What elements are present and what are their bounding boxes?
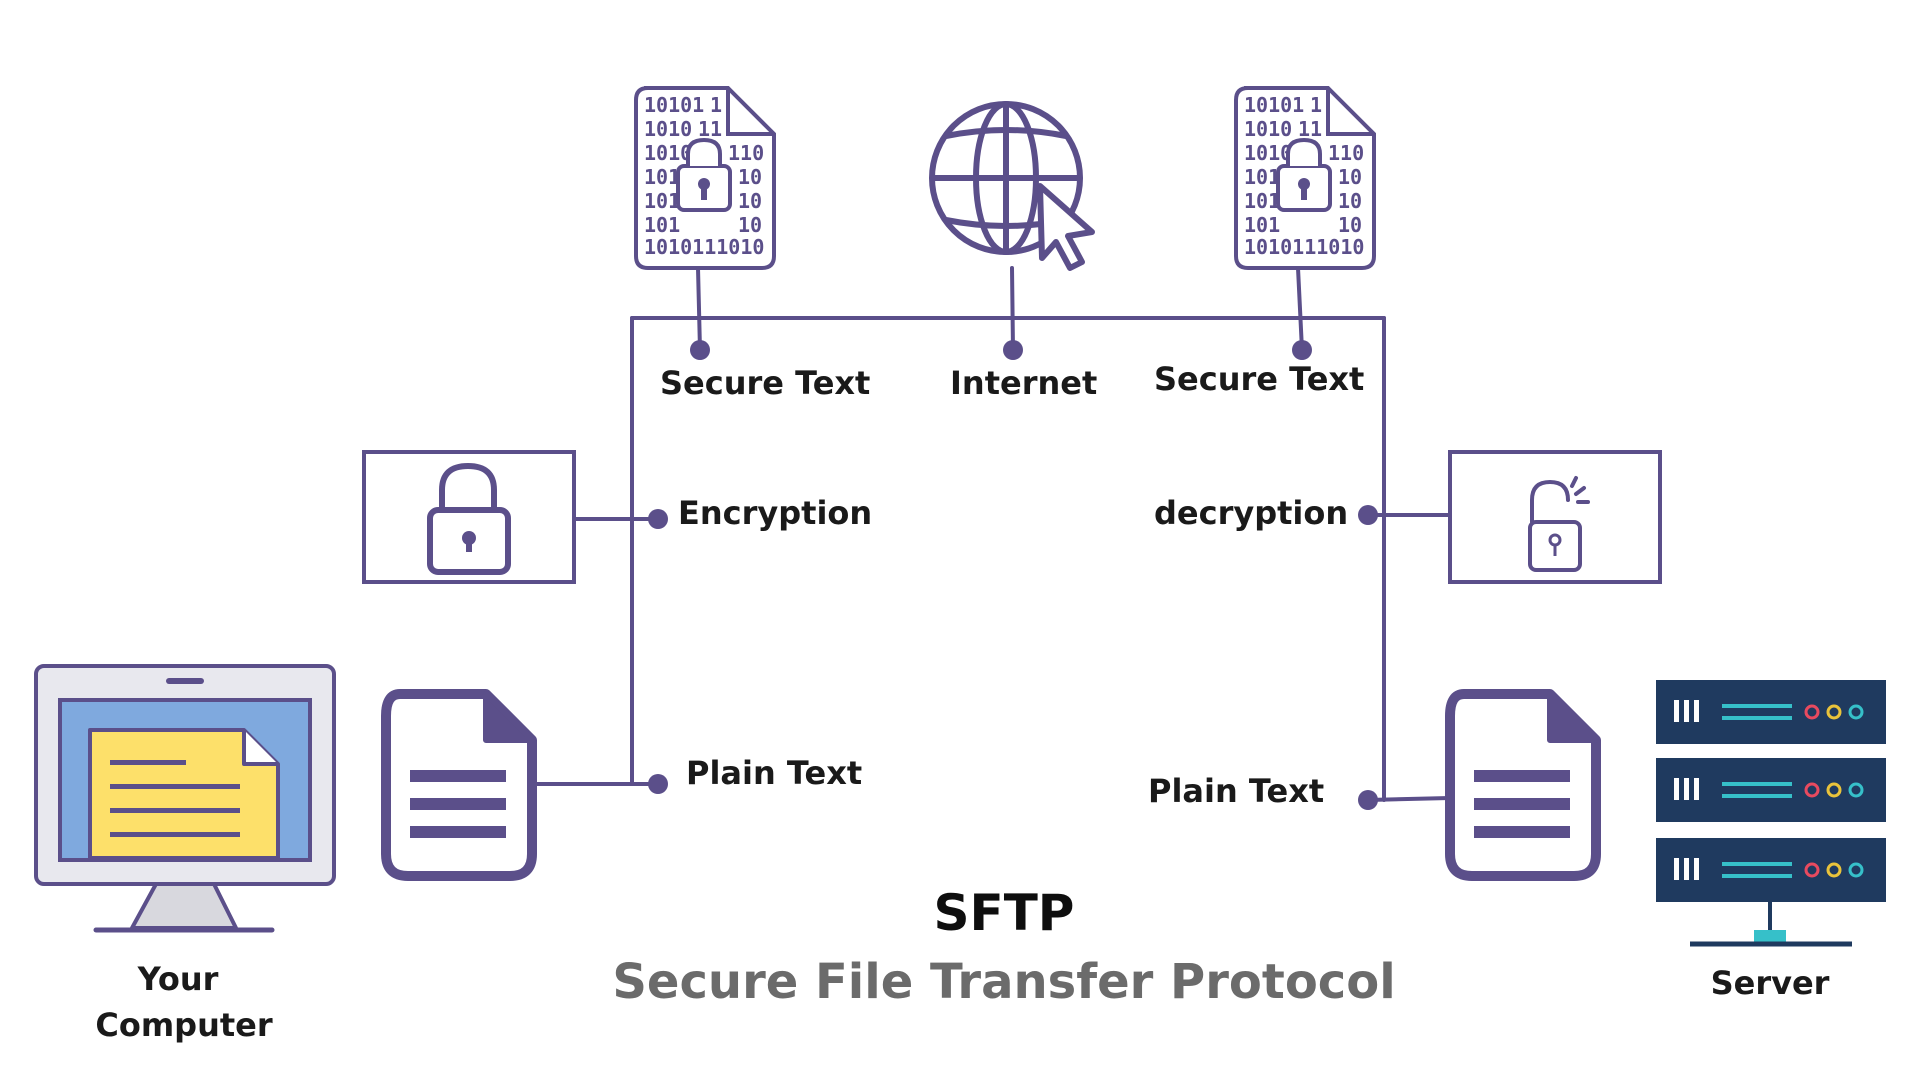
svg-text:1010: 1010 [1244,117,1292,141]
label-plain-text-right: Plain Text [1148,772,1324,810]
svg-text:101: 101 [644,213,680,237]
svg-text:10101: 10101 [644,93,704,117]
page-title: SFTP [934,884,1075,942]
binary-file-lock-icon: 10101 1 1010 11 1010 110 101 10 101 10 1… [634,86,776,270]
label-computer-line2: Computer [95,1006,273,1044]
svg-text:101: 101 [644,165,680,189]
monitor-icon [34,664,336,933]
svg-text:10: 10 [1338,213,1362,237]
svg-text:1: 1 [710,93,722,117]
dot-secure-text-left [690,340,710,360]
decryption-lock-box [1448,450,1662,584]
dot-secure-text-right [1292,340,1312,360]
connector-dots [648,340,1378,810]
svg-text:11: 11 [698,117,722,141]
page-subtitle: Secure File Transfer Protocol [612,954,1395,1010]
svg-text:1010: 1010 [644,141,692,165]
dot-decryption [1358,505,1378,525]
svg-text:10: 10 [1338,165,1362,189]
svg-text:10: 10 [1338,189,1362,213]
svg-text:1: 1 [1310,93,1322,117]
label-plain-text-left: Plain Text [686,754,862,792]
server-rack-icon [1656,680,1886,947]
dot-encryption [648,509,668,529]
document-icon [381,689,537,881]
dot-plain-text-right [1358,790,1378,810]
svg-text:101: 101 [1244,189,1280,213]
svg-text:101: 101 [644,189,680,213]
label-internet: Internet [950,364,1097,402]
label-encryption: Encryption [678,494,872,532]
connector-lines [532,266,1452,802]
server-unit [1656,680,1886,744]
svg-text:1010111010: 1010111010 [644,235,764,259]
binary-file-lock-icon: 10101 1 1010 11 1010 110 101 10 101 10 1… [1234,86,1376,270]
svg-text:101: 101 [1244,213,1280,237]
label-decryption: decryption [1154,494,1348,532]
globe-cursor-icon [929,101,1095,271]
dot-internet [1003,340,1023,360]
dot-plain-text-left [648,774,668,794]
svg-text:110: 110 [1328,141,1364,165]
label-server: Server [1711,964,1830,1002]
server-unit [1656,758,1886,822]
svg-text:1010111010: 1010111010 [1244,235,1364,259]
svg-text:1010: 1010 [1244,141,1292,165]
svg-text:10: 10 [738,165,762,189]
svg-text:101: 101 [1244,165,1280,189]
svg-text:10: 10 [738,213,762,237]
svg-text:10101: 10101 [1244,93,1304,117]
label-computer-line1: Your [137,960,219,998]
label-secure-text-left: Secure Text [660,364,870,402]
svg-text:110: 110 [728,141,764,165]
encryption-lock-box [362,450,576,584]
label-secure-text-right: Secure Text [1154,360,1364,398]
document-icon [1445,689,1601,881]
svg-text:11: 11 [1298,117,1322,141]
svg-text:1010: 1010 [644,117,692,141]
server-unit [1656,838,1886,902]
svg-text:10: 10 [738,189,762,213]
